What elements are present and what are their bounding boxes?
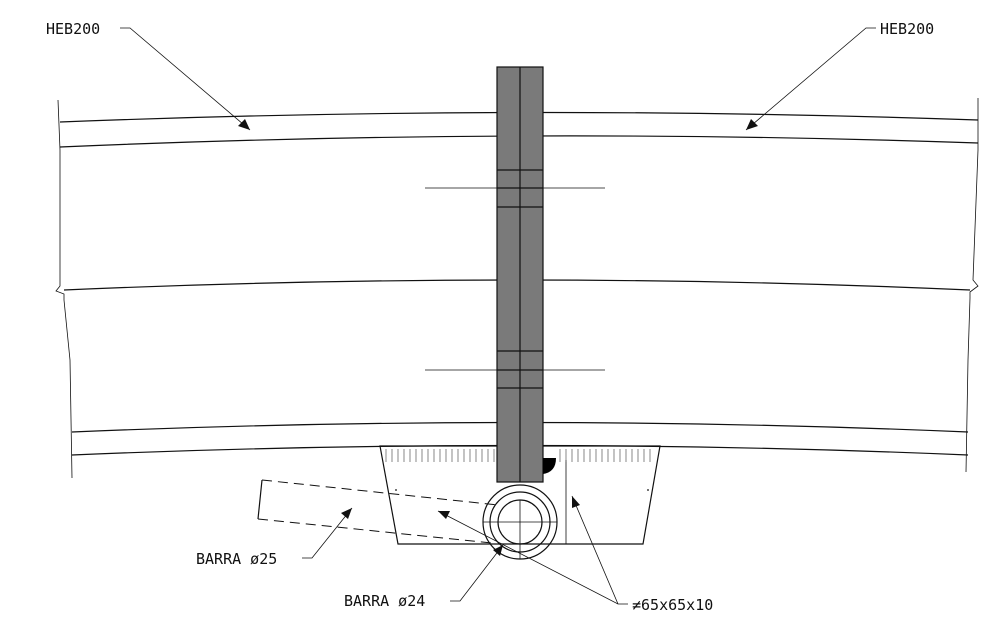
- angle-dot-right: [647, 489, 649, 491]
- arrow-bar-25: [341, 508, 352, 519]
- hatch-right: [559, 449, 651, 462]
- label-bar-25: BARRA ø25: [196, 550, 277, 568]
- label-angle: ≠65x65x10: [632, 596, 713, 614]
- arrow-angle-1: [438, 511, 450, 519]
- arrow-beam-left: [238, 119, 250, 130]
- bar-25-lower-edge: [257, 518, 493, 544]
- arrow-bar-24: [493, 545, 503, 556]
- label-beam-right: HEB200: [880, 20, 934, 38]
- weld-fillet: [543, 458, 556, 474]
- leader-angle-1: [437, 510, 628, 605]
- bar-24: [482, 484, 558, 560]
- bar-25: [257, 479, 499, 544]
- leader-bar-25: [302, 507, 353, 559]
- leader-bar-24: [450, 544, 504, 602]
- angle-dot-left: [395, 489, 397, 491]
- label-beam-left: HEB200: [46, 20, 100, 38]
- angle-profile-outline: [379, 445, 661, 545]
- angle-profile: [379, 445, 661, 545]
- leader-beam-right: [745, 27, 876, 131]
- leaders: [120, 27, 876, 605]
- leader-beam-left: [120, 27, 251, 131]
- label-bar-24: BARRA ø24: [344, 592, 425, 610]
- bar-25-end: [257, 479, 263, 520]
- vertical-plate: [496, 66, 544, 483]
- arrow-beam-right: [746, 119, 758, 130]
- right-break-line: [965, 98, 979, 473]
- leader-angle-2: [571, 495, 619, 605]
- left-break-line: [55, 99, 73, 479]
- arrow-angle-2: [572, 496, 580, 508]
- bar-25-upper-edge: [261, 479, 499, 506]
- hatch-left: [385, 449, 495, 462]
